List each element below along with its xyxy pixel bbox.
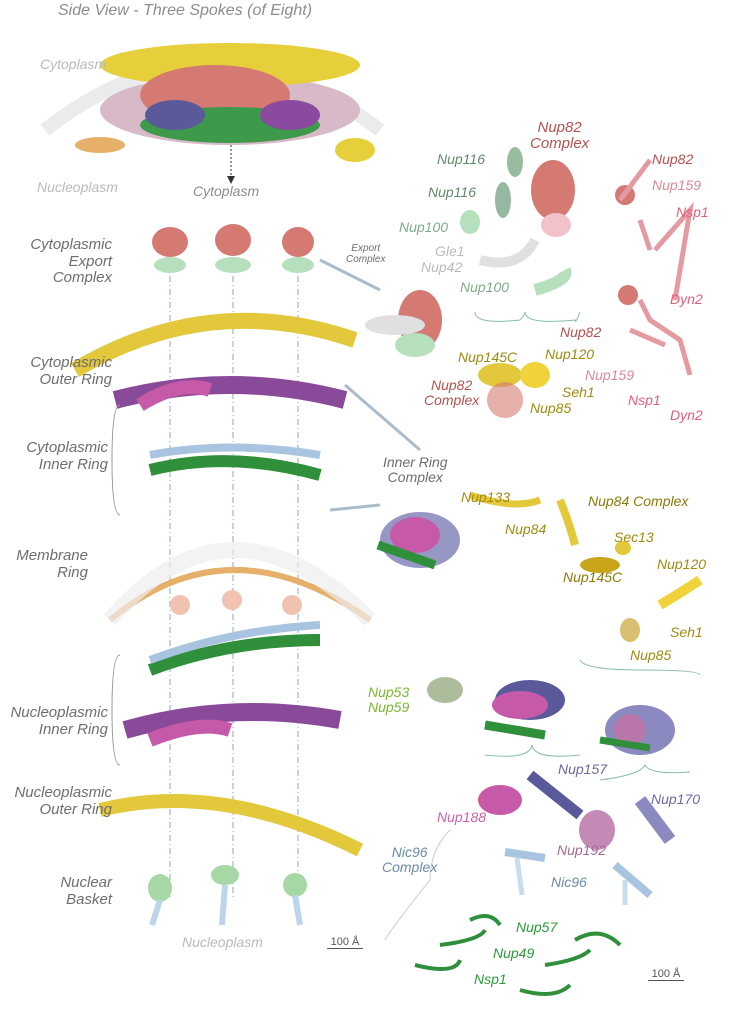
overview-pore: [40, 43, 385, 162]
nuc-outer-ring: [98, 794, 364, 857]
label-nup85-b: Nup85: [630, 647, 672, 663]
label-nup159-bottom: Nup159: [585, 367, 635, 383]
label-nup42: Nup42: [421, 259, 463, 275]
label-nup116-b: Nup116: [428, 184, 477, 200]
label-nsp1-inner: Nsp1: [474, 971, 507, 987]
label-dyn2-bottom: Dyn2: [670, 407, 703, 423]
label-nup85-a: Nup85: [530, 400, 572, 416]
inner-ring-complex: [376, 512, 460, 570]
figure-title: Side View - Three Spokes (of Eight): [58, 2, 313, 19]
label-nup57: Nup57: [516, 919, 558, 935]
label-nup49: Nup49: [493, 945, 535, 961]
export-complex-layer: [152, 224, 314, 273]
cyto-outer-ring: [70, 312, 358, 377]
label-nsp1-bottom: Nsp1: [628, 392, 661, 408]
label-nup82-top: Nup82: [652, 151, 694, 167]
label-nic96: Nic96: [551, 874, 587, 890]
nuclear-basket: [148, 865, 307, 926]
label-seh1-a: Seh1: [562, 384, 595, 400]
stack-nucleoplasm-label: Nucleoplasm: [182, 934, 263, 950]
label-sec13: Sec13: [614, 529, 654, 545]
label-nsp1-top: Nsp1: [676, 204, 709, 220]
label-nup100-a: Nup100: [399, 219, 449, 235]
label-nup145c-a: Nup145C: [458, 349, 518, 365]
cyto-inner-ring-bottom: [148, 455, 322, 481]
nup84-complex: [468, 491, 703, 676]
inner-ring-parts: [384, 677, 691, 996]
label-nup192: Nup192: [557, 842, 607, 858]
export-parts: [365, 147, 694, 418]
label-nup53: Nup53: [368, 684, 410, 700]
cyto-inner-ring-top: [112, 376, 348, 409]
label-nup188: Nup188: [437, 809, 487, 825]
overview-nucleoplasm-label: Nucleoplasm: [37, 179, 118, 195]
overview-cytoplasm-label: Cytoplasm: [40, 56, 107, 72]
label-nup157: Nup157: [558, 761, 608, 777]
label-nup84: Nup84: [505, 521, 547, 537]
label-nup170: Nup170: [651, 791, 701, 807]
label-nup82-bottom: Nup82: [560, 324, 602, 340]
nuc-inner-ring-bottom: [122, 703, 342, 739]
label-nup159-top: Nup159: [652, 177, 702, 193]
callout-lines: [319, 258, 421, 512]
nuc-inner-ring-top: [147, 634, 321, 676]
label-nup120-b: Nup120: [657, 556, 707, 572]
scale-bar-left: 100 Å: [327, 936, 363, 949]
label-nup116-a: Nup116: [437, 151, 486, 167]
label-nup120-a: Nup120: [545, 346, 595, 362]
scale-bar-right: 100 Å: [648, 968, 684, 981]
label-dyn2-top: Dyn2: [670, 291, 703, 307]
stack-cytoplasm-label: Cytoplasm: [193, 183, 260, 199]
label-nup100-b: Nup100: [460, 279, 510, 295]
label-nup59: Nup59: [368, 699, 410, 715]
layer-brackets: [111, 404, 121, 766]
label-nup145c-b: Nup145C: [563, 569, 623, 585]
label-nup133: Nup133: [461, 489, 511, 505]
nup84-complex-title: Nup84 Complex: [588, 493, 689, 509]
label-gle1: Gle1: [435, 243, 465, 259]
label-seh1-b: Seh1: [670, 624, 703, 640]
